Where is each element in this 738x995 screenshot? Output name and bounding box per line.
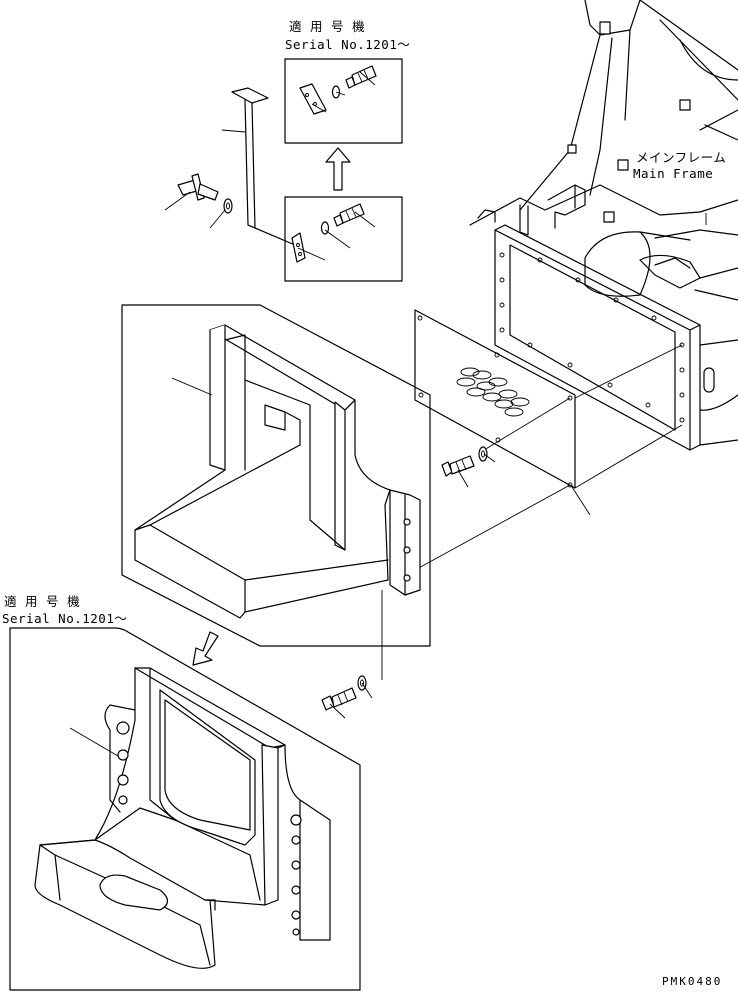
top-serial-label: Serial No.1201～ [285,37,411,52]
bottom-serial-label: Serial No.1201～ [2,611,128,626]
main-frame-label-en: Main Frame [633,166,714,181]
step-bracket-new [34,667,331,969]
frame-holes [499,252,685,423]
middle-detail-box [121,304,431,647]
tray-bolt [321,590,383,711]
drawing-code: PMK0480 [662,975,723,988]
detail-box-old [284,196,403,282]
cover-plate [414,309,683,571]
replacement-arrow-icon [192,631,219,666]
detail-box-new [284,58,403,144]
bottom-detail-box [9,627,361,991]
bottom-applicable-label-jp: 適 用 号 機 [4,594,81,609]
cover-bolt [441,446,488,477]
vertical-bracket [231,87,296,246]
leader-lines [69,71,707,757]
step-bracket-old [134,324,421,619]
main-frame-label-jp: メインフレーム [636,150,727,165]
top-applicable-label-jp: 適 用 号 機 [289,19,366,34]
upgrade-arrow-icon [325,147,351,191]
main-frame-assembly [469,0,738,451]
louver-pattern [456,367,530,417]
wing-bolt [177,173,233,214]
